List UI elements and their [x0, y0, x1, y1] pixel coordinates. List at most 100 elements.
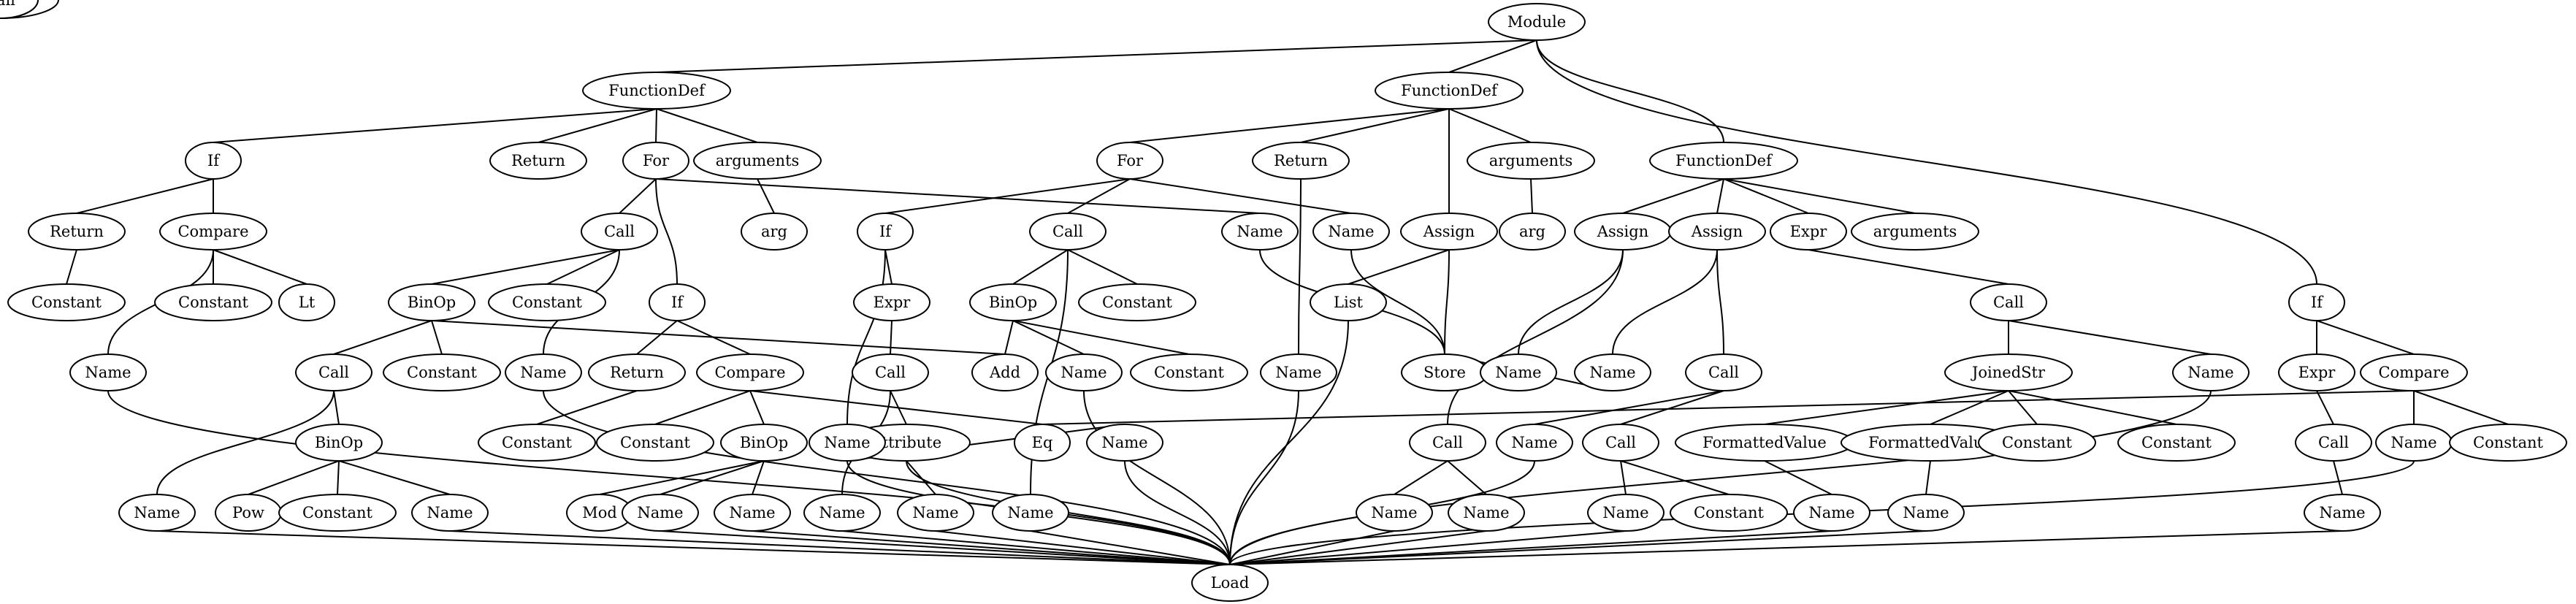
node-label: If — [207, 152, 221, 169]
node-label: FormattedValue — [1868, 434, 1992, 451]
edge-n2-n41 — [1448, 108, 1532, 143]
node-shape — [7, 283, 126, 321]
node-label: Name — [1903, 504, 1949, 521]
node-shape — [69, 353, 147, 391]
node-call: Call — [295, 353, 372, 391]
node-module: Module — [1488, 3, 1586, 41]
edge-n42-n62 — [846, 249, 886, 425]
node-label: arguments — [716, 152, 800, 169]
edge-n6-n19 — [655, 178, 678, 285]
edge-n40-n56 — [1444, 249, 1450, 355]
node-shape — [1014, 424, 1071, 462]
node-shape — [388, 283, 475, 321]
edge-n24-n26 — [749, 390, 765, 425]
edge-n92-n95 — [2333, 460, 2343, 495]
node-constant: Constant — [383, 353, 501, 391]
edge-n54-n37 — [1083, 390, 1231, 565]
node-label: FunctionDef — [1401, 82, 1499, 99]
edge-n3-n69 — [1723, 178, 1916, 214]
node-label: Name — [2187, 364, 2233, 381]
node-label: If — [2311, 294, 2324, 311]
node-name: Name — [809, 424, 886, 462]
node-assign: Assign — [1574, 213, 1672, 251]
node-label: Add — [989, 364, 1020, 381]
node-label: Name — [1495, 364, 1541, 381]
edge-n67-n72 — [1612, 249, 1718, 355]
edge-n50-n53 — [1004, 320, 1014, 355]
node-shape — [2304, 494, 2381, 532]
edge-n0-n89 — [1536, 39, 2317, 285]
node-expr: Expr — [853, 283, 930, 321]
node-constant: Constant — [488, 283, 606, 321]
node-label: Name — [1602, 504, 1648, 521]
edge-n0-n2 — [1448, 39, 1537, 73]
edge-n29-n31 — [248, 460, 340, 495]
node-shape — [1770, 213, 1847, 251]
node-label: Name — [1463, 504, 1509, 521]
node-shape — [857, 213, 914, 251]
node-list: List — [1310, 283, 1387, 321]
node-label: Module — [1507, 13, 1566, 31]
edge-n81-n83 — [1764, 390, 2009, 425]
node-functiondef: FunctionDef — [1375, 72, 1524, 110]
node-constant: Constant — [278, 494, 397, 532]
node-call: Call — [1029, 213, 1107, 251]
node-label: Call — [1708, 364, 1739, 381]
node-label: arguments — [1873, 223, 1957, 240]
edge-n81-n86 — [2008, 390, 2177, 425]
node-label: Compare — [177, 223, 248, 240]
node-label: Expr — [1790, 223, 1828, 240]
edge-n49-n58 — [890, 320, 893, 355]
node-name: Name — [1587, 494, 1665, 532]
node-shape — [2172, 353, 2250, 391]
node-shape — [714, 494, 791, 532]
node-shape — [1400, 213, 1498, 251]
node-shape — [488, 283, 606, 321]
node-name: Name — [1221, 213, 1299, 251]
edge-n76-n80 — [1620, 460, 1730, 495]
node-shape — [185, 142, 242, 180]
node-shape — [1221, 213, 1299, 251]
edge-n83-n87 — [1764, 460, 1832, 495]
edge-n71-n75 — [1534, 390, 1724, 425]
node-call: Call — [1409, 424, 1486, 462]
node-label: Name — [2390, 434, 2437, 451]
node-name: Name — [505, 353, 582, 391]
node-return: Return — [28, 213, 126, 251]
node-eq: Eq — [1014, 424, 1071, 462]
node-binop: BinOp — [388, 283, 475, 321]
node-label: Assign — [1597, 223, 1648, 240]
node-call: Call — [1970, 283, 2047, 321]
node-label: BinOp — [740, 434, 788, 451]
node-name: Name — [2375, 424, 2453, 462]
node-label: Expr — [2298, 364, 2336, 381]
node-name: Name — [1045, 353, 1123, 391]
node-shape — [693, 142, 822, 180]
node-shape — [1582, 424, 1659, 462]
node-label: List — [1334, 294, 1363, 311]
node-shape — [28, 213, 126, 251]
node-shape — [1887, 494, 1965, 532]
node-shape — [1260, 353, 1337, 391]
node-label: For — [643, 152, 670, 169]
node-shape — [809, 424, 886, 462]
edge-n40-n46 — [1348, 249, 1450, 285]
edge-n26-n36 — [752, 460, 765, 495]
node-shape — [2449, 424, 2567, 462]
edge-n79-n37 — [1229, 530, 1627, 565]
node-shape — [1978, 424, 2096, 462]
node-shape — [154, 283, 272, 321]
node-label: Constant — [2473, 434, 2543, 451]
node-shape — [1078, 283, 1196, 321]
node-shape — [596, 424, 714, 462]
node-shape — [2117, 424, 2236, 462]
edge-n17-n22 — [431, 320, 443, 355]
node-shape — [278, 494, 397, 532]
node-constant: Constant — [478, 424, 596, 462]
node-name: Name — [897, 494, 974, 532]
node-name: Name — [1496, 424, 1573, 462]
node-arguments: arguments — [693, 142, 822, 180]
edge-n67-n71 — [1716, 249, 1724, 355]
node-shape — [1685, 353, 1762, 391]
node-name: Name — [1793, 494, 1870, 532]
